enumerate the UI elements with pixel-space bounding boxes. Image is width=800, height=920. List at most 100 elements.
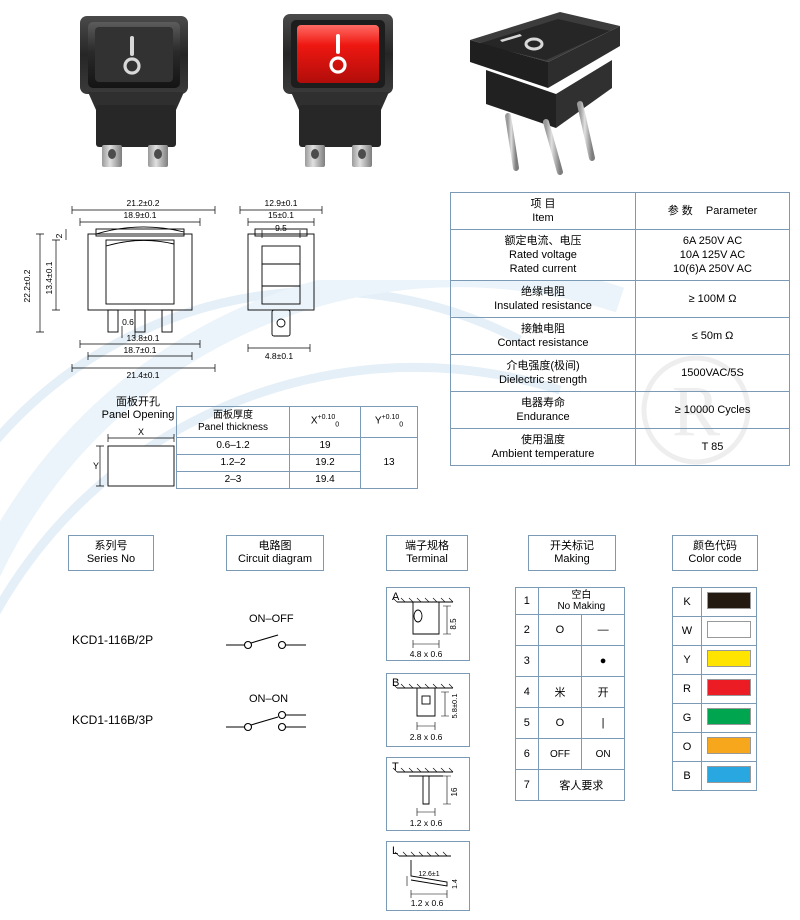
x-header: X+0.100 [289,406,361,438]
svg-text:0.6: 0.6 [122,317,134,327]
making-symbol-right: ● [581,645,625,677]
technical-drawings: 21.2±0.2 18.9±0.1 13.8±0.1 18.7±0.1 21.4… [22,198,323,380]
header-series-no: 系列号 Series No [68,535,154,571]
y-header: Y+0.100 [360,406,418,438]
param-value-rated: 6A 250V AC 10A 125V AC 10(6)A 250V AC [635,229,790,281]
series-label-3p: KCD1-116B/3P [72,713,154,727]
svg-text:2.8 x 0.6: 2.8 x 0.6 [410,732,443,742]
making-symbol-left: O [537,707,583,739]
photo-switch-3 [470,12,620,175]
param-value-insulation: ≥ 100M Ω [635,280,790,318]
svg-text:Y: Y [93,461,99,471]
table-row: 7 客人要求 [515,769,626,801]
photo-switch-1 [80,16,188,167]
svg-text:X: X [138,428,144,437]
svg-text:21.4±0.1: 21.4±0.1 [126,370,159,380]
param-value-endurance: ≥ 10000 Cycles [635,391,790,429]
terminal-box-a: 8.5 4.8 x 0.6 [386,587,470,661]
circuit-symbol-on-off [226,634,306,650]
table-row: 5 O | [515,707,625,739]
color-swatch-g [701,703,757,733]
color-code-letter: B [672,761,702,791]
svg-text:22.2±0.2: 22.2±0.2 [22,269,32,302]
panel-opening-title-cn: 面板开孔 [116,396,160,408]
making-no: 2 [515,614,539,646]
making-no: 5 [515,707,539,739]
color-swatch-r [701,674,757,704]
color-code-letter: G [672,703,702,733]
product-photos [80,12,620,175]
terminal-box-b: 5.8±0.1 2.8 x 0.6 [386,673,470,747]
svg-text:12.6±1: 12.6±1 [418,871,439,878]
color-swatch-k [701,587,757,617]
making-symbol-left: OFF [537,738,583,770]
param-item-dielectric: 介电强度(极间) Dielectric strength [450,354,636,392]
making-symbol-right: | [581,707,625,739]
table-row: 介电强度(极间) Dielectric strength 1500VAC/5S [450,354,790,392]
svg-text:8.5: 8.5 [449,618,458,630]
making-symbol-left: 米 [537,676,583,708]
watermark-arcs [0,280,625,615]
svg-text:13.4±0.1: 13.4±0.1 [44,261,54,294]
svg-text:21.2±0.2: 21.2±0.2 [126,198,159,208]
table-row: 4 米 开 [515,676,625,708]
param-item-contact: 接触电阻 Contact resistance [450,317,636,355]
param-item-endurance: 电器寿命 Endurance [450,391,636,429]
table-row: 1 空白 No Making [515,587,626,615]
terminal-letter-t: T [392,761,399,773]
svg-text:16: 16 [450,787,459,796]
svg-text:18.7±0.1: 18.7±0.1 [123,345,156,355]
terminal-figure-l: 12.6±1 1.4 1.2 x 0.6 [394,851,459,908]
photo-switch-2 [283,14,393,167]
table-row: 绝缘电阻 Insulated resistance ≥ 100M Ω [450,280,790,318]
color-code-letter: W [672,616,702,646]
svg-text:5.8±0.1: 5.8±0.1 [450,694,459,719]
x-value: 19.2 [289,454,361,472]
svg-text:9.5: 9.5 [275,223,287,233]
terminal-letter-l: L [392,845,399,857]
making-no: 3 [515,645,539,677]
panel-thickness-header: 面板厚度 Panel thickness [176,406,290,438]
panel-opening-title-en: Panel Opening [101,409,175,421]
terminal-letter-a: A [392,591,400,603]
making-symbol-custom: 客人要求 [537,769,626,801]
panel-opening-section: 面板开孔 Panel Opening X Y 面板厚度 Panel thickn… [88,396,448,511]
circuit-symbol-on-on [226,710,306,732]
making-no-marking: 空白 No Making [537,587,626,615]
svg-text:13.8±0.1: 13.8±0.1 [126,333,159,343]
making-table: 1 空白 No Making 2 O — 3 ● 4 米 开 5 O | 6 [515,587,626,801]
color-code-letter: R [672,674,702,704]
param-item-rated: 额定电流、电压 Rated voltage Rated current [450,229,636,281]
color-code-letter: Y [672,645,702,675]
svg-text:1.4: 1.4 [452,879,459,889]
color-swatch-o [701,732,757,762]
bottom-section: 系列号 Series No 电路图 Circuit diagram 端子规格 T… [0,525,800,915]
header-terminal: 端子规格 Terminal [386,535,468,571]
color-code-letter: O [672,732,702,762]
x-value: 19.4 [289,471,361,489]
table-row: Y [672,645,757,675]
param-value-dielectric: 1500VAC/5S [635,354,790,392]
table-row: 2–3 19.4 [176,471,418,489]
making-no: 7 [515,769,539,801]
header-color-code: 颜色代码 Color code [672,535,758,571]
header-parameter: 参 数 Parameter [635,192,790,230]
circuit-label-on-on: ON–ON [249,693,289,705]
thickness-value: 1.2–2 [176,454,290,472]
making-no: 6 [515,738,539,770]
table-row: 使用温度 Ambient temperature T 85 [450,428,790,466]
table-row: 0.6–1.2 19 13 [176,437,418,489]
table-row: 3 ● [515,645,625,677]
panel-opening-table: 面板厚度 Panel thickness X+0.100 Y+0.100 0.6… [176,406,418,489]
making-symbol-right: — [581,614,625,646]
circuit-label-on-off: ON–OFF [249,613,294,625]
param-item-temperature: 使用温度 Ambient temperature [450,428,636,466]
y-value: 13 [360,437,418,489]
svg-text:2: 2 [54,233,64,238]
series-label-2p: KCD1-116B/2P [72,633,154,647]
table-row: 额定电流、电压 Rated voltage Rated current 6A 2… [450,229,790,281]
header-item: 项 目 Item [450,192,636,230]
param-value-temperature: T 85 [635,428,790,466]
svg-text:4.8 x 0.6: 4.8 x 0.6 [410,649,443,659]
color-code-letter: K [672,587,702,617]
